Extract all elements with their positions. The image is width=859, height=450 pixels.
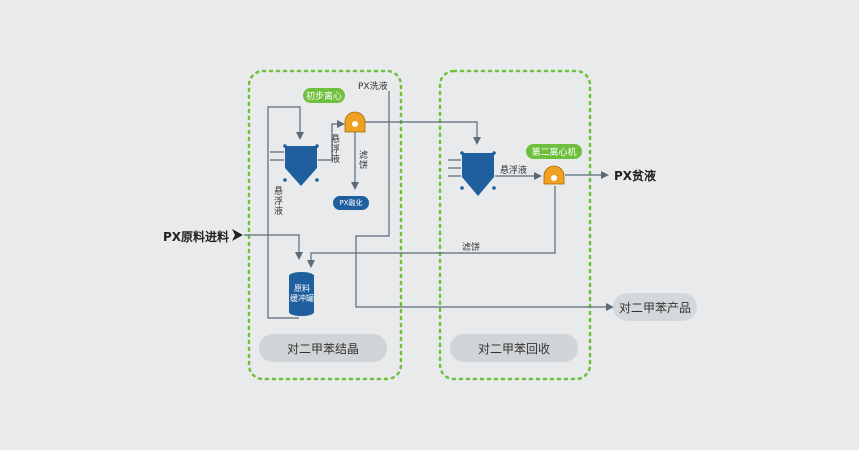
crystallizer-1-side-ticks — [270, 151, 284, 161]
filter-cake-label-2: 滤饼 — [462, 243, 481, 253]
raw-buffer-tank-label: 原料 缓冲罐 — [290, 284, 314, 303]
px-wash-label: PX洗液 — [358, 82, 388, 92]
recycle-line-left — [267, 106, 304, 319]
crystallizer-2 — [460, 151, 496, 196]
suspension-label-right: 悬浮液 — [500, 166, 528, 176]
filter-cake-label-1: 滤饼 — [357, 150, 367, 170]
px-melt-vessel: PX融化 — [333, 196, 369, 210]
px-wash-line — [355, 91, 614, 311]
section-recovery-label: 对二甲苯回收 — [450, 334, 578, 362]
crystallizer-2-side-ticks — [448, 159, 461, 177]
initial-centrifuge-badge: 初步离心 — [303, 88, 345, 103]
feed-arrow-icon — [232, 229, 243, 241]
centrifuge-1 — [344, 111, 366, 133]
product-badge: 对二甲苯产品 — [613, 293, 697, 321]
filter-cake-line-2 — [307, 186, 556, 268]
feed-label: PX原料进料 — [163, 230, 230, 244]
crystallization-boundary — [247, 69, 403, 381]
recovery-boundary — [438, 69, 592, 381]
crystallizer-1 — [283, 144, 319, 186]
section-crystallization-label: 对二甲苯结晶 — [259, 334, 387, 362]
centrifuge-to-crystallizer-2 — [364, 121, 481, 145]
second-centrifuge-badge: 第二离心机 — [526, 144, 582, 159]
centrifuge-2 — [543, 165, 565, 185]
suspension-label-mid: 悬浮液 — [329, 134, 339, 164]
raw-buffer-tank — [289, 272, 314, 316]
suspension-label-left: 悬浮液 — [272, 186, 282, 216]
feed-line — [244, 234, 303, 260]
px-lean-label: PX贫液 — [614, 169, 657, 183]
suspension-line-1 — [318, 120, 345, 161]
